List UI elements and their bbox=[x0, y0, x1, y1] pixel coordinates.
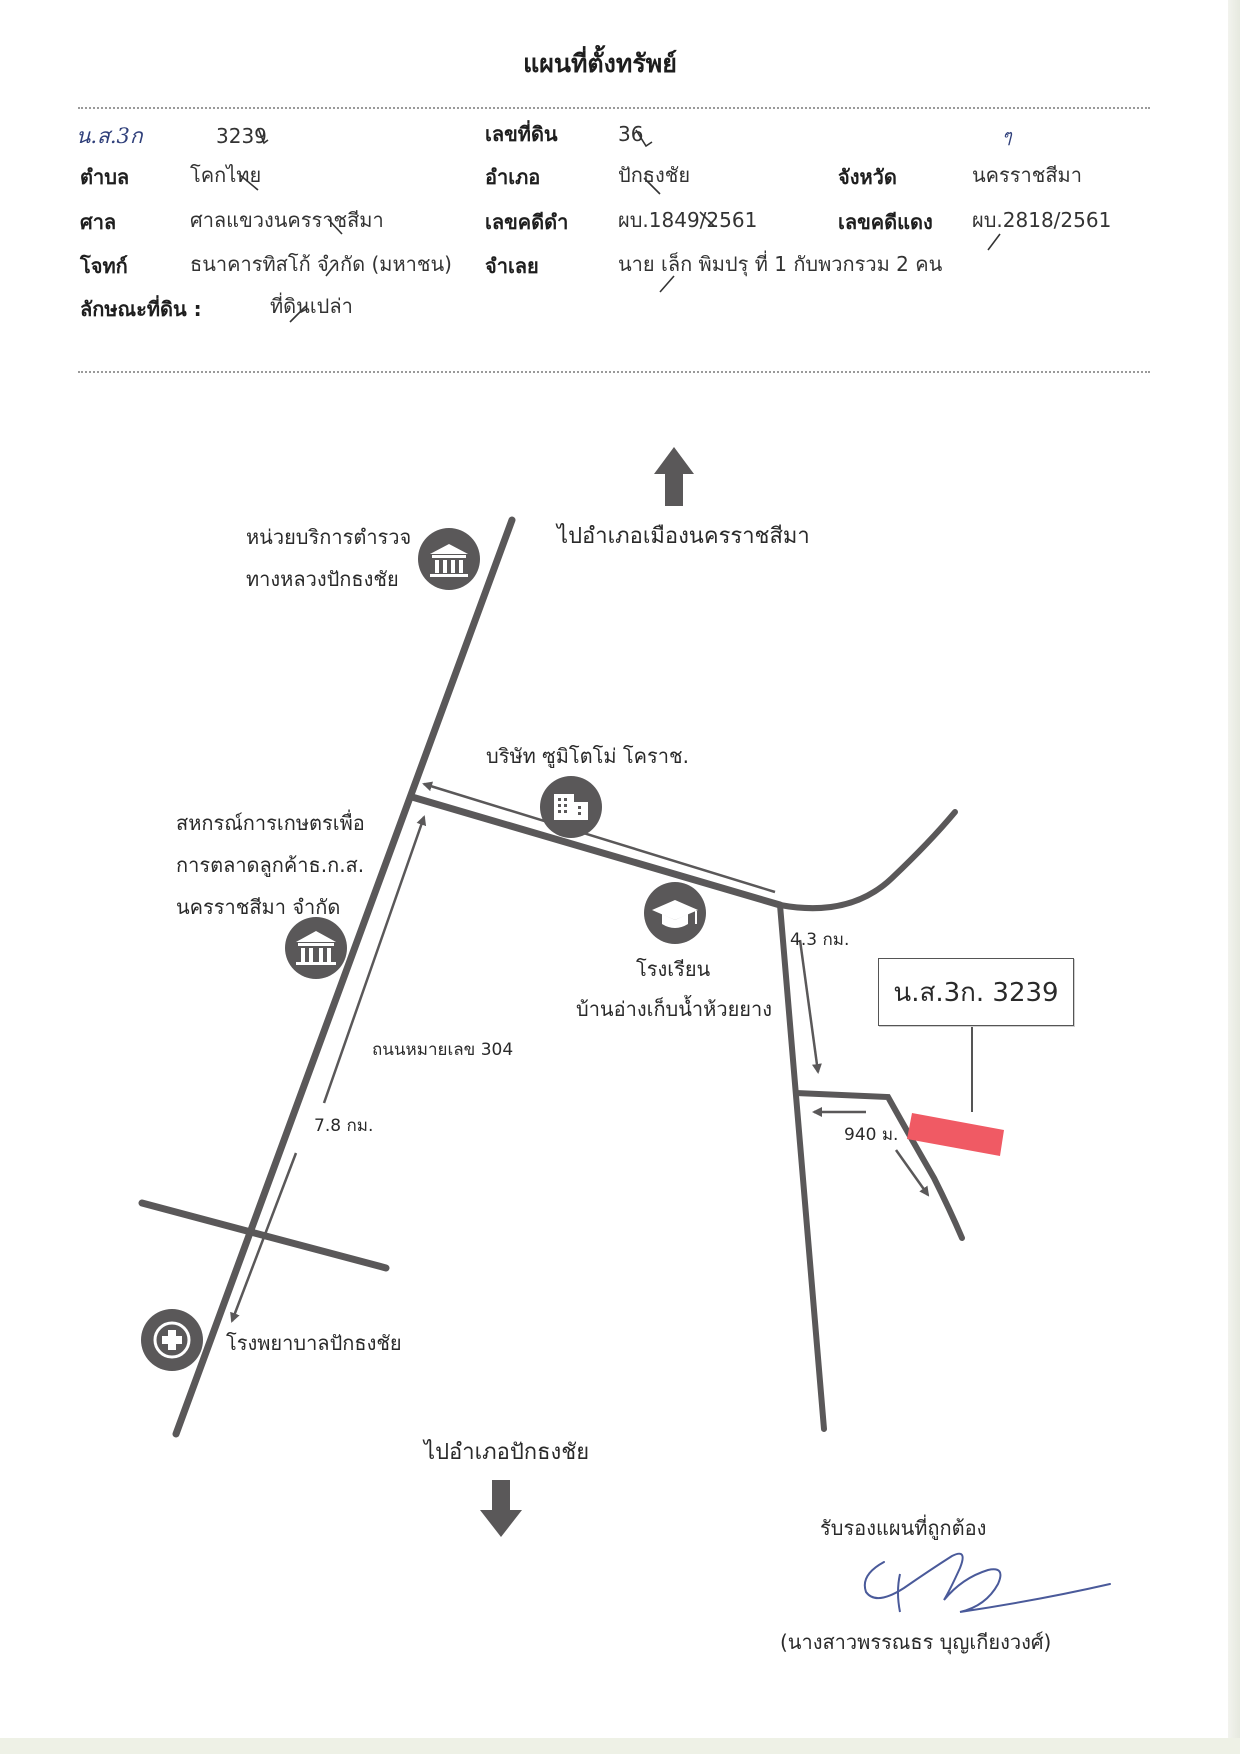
page-edge bbox=[1228, 0, 1240, 1754]
police-station-icon bbox=[418, 528, 480, 590]
parcel-label-box: น.ส.3ก. 3239 bbox=[878, 958, 1074, 1026]
south-road bbox=[777, 902, 827, 1432]
school-label-line2: บ้านอ่างเก็บน้ำห้วยยาง bbox=[576, 997, 772, 1021]
main-road-304 bbox=[172, 516, 516, 1438]
doc-type-label: น.ส.3ก bbox=[76, 124, 143, 148]
defendant-value: นาย เล็ก พิมปรุ ที่ 1 กับพวกรวม 2 คน bbox=[618, 252, 943, 276]
court-value: ศาลแขวงนครราชสีมา bbox=[190, 208, 384, 232]
province-note: ๆ bbox=[1002, 126, 1012, 147]
police-label-line1: หน่วยบริการตำรวจ bbox=[246, 525, 412, 549]
cooperative-label-line3: นครราชสีมา จำกัด bbox=[176, 895, 341, 919]
arrow-final-southeast bbox=[894, 1149, 930, 1197]
cooperative-building-icon bbox=[285, 917, 347, 979]
province-label: จังหวัด bbox=[838, 165, 897, 189]
school-label-line1: โรงเรียน bbox=[636, 957, 711, 981]
page-bottom-edge bbox=[0, 1738, 1240, 1754]
land-type-label: ลักษณะที่ดิน : bbox=[80, 297, 202, 321]
red-case-value: ผบ.2818/2561 bbox=[972, 208, 1112, 232]
plaintiff-label: โจทก์ bbox=[80, 254, 128, 278]
northeast-road bbox=[777, 809, 958, 912]
district-label: อำเภอ bbox=[485, 165, 541, 189]
defendant-label: จำเลย bbox=[485, 254, 539, 278]
south-arrow-icon bbox=[480, 1480, 522, 1537]
page-title: แผนที่ตั้งทรัพย์ bbox=[523, 49, 677, 78]
black-case-value: ผบ.1849/2561 bbox=[618, 208, 758, 232]
branch-road bbox=[408, 793, 784, 909]
land-number-label: เลขที่ดิน bbox=[485, 122, 558, 146]
land-type-value: ที่ดินเปล่า bbox=[270, 294, 353, 318]
arrow-branch-south bbox=[798, 939, 822, 1074]
court-label: ศาล bbox=[80, 210, 117, 234]
district-value: ปักธงชัย bbox=[618, 163, 691, 187]
route-arrows bbox=[230, 781, 930, 1323]
black-case-label: เลขคดีดำ bbox=[485, 210, 569, 234]
south-destination: ไปอำเภอปักธงชัย bbox=[424, 1440, 590, 1465]
police-label-line2: ทางหลวงปักธงชัย bbox=[246, 567, 399, 591]
school-graduation-cap-icon bbox=[644, 882, 706, 944]
factory-icon bbox=[540, 776, 602, 838]
subdistrict-label: ตำบล bbox=[80, 165, 130, 189]
signatory-name: (นางสาวพรรณธร บุญเกียงวงศ์) bbox=[780, 1630, 1052, 1654]
bottom-divider bbox=[78, 371, 1150, 373]
parcel-label: น.ส.3ก. 3239 bbox=[893, 977, 1059, 1008]
distance-final-road: 940 ม. bbox=[844, 1125, 899, 1145]
arrow-main-north bbox=[322, 815, 427, 1104]
land-number: 36 bbox=[618, 122, 644, 146]
arrow-to-main bbox=[422, 781, 776, 894]
parcel-marker bbox=[907, 1113, 1004, 1156]
distance-main-road: 7.8 กม. bbox=[314, 1116, 374, 1136]
red-case-label: เลขคดีแดง bbox=[838, 210, 933, 234]
cooperative-label-line1: สหกรณ์การเกษตรเพื่อ bbox=[176, 811, 365, 835]
hospital-label: โรงพยาบาลปักธงชัย bbox=[226, 1331, 402, 1355]
arrow-main-south bbox=[230, 1152, 298, 1323]
certification-text: รับรองแผนที่ถูกต้อง bbox=[820, 1516, 987, 1540]
company-label: บริษัท ซูมิโตโม่ โคราช. bbox=[486, 744, 689, 768]
road-name-label: ถนนหมายเลข 304 bbox=[372, 1040, 514, 1060]
handwritten-ticks bbox=[239, 127, 1001, 323]
subdistrict-value: โคกไทย bbox=[190, 163, 262, 187]
doc-number: 3239 bbox=[216, 124, 267, 148]
hospital-icon bbox=[141, 1309, 203, 1371]
access-road bbox=[793, 1090, 965, 1241]
distance-branch-road: 4.3 กม. bbox=[790, 930, 850, 950]
north-arrow-icon bbox=[654, 447, 694, 506]
top-divider bbox=[78, 107, 1150, 109]
plaintiff-value: ธนาคารทิสโก้ จำกัด (มหาชน) bbox=[190, 252, 452, 276]
province-value: นครราชสีมา bbox=[972, 163, 1082, 187]
cooperative-label-line2: การตลาดลูกค้าธ.ก.ส. bbox=[176, 853, 365, 877]
north-destination: ไปอำเภอเมืองนครราชสีมา bbox=[557, 524, 810, 549]
